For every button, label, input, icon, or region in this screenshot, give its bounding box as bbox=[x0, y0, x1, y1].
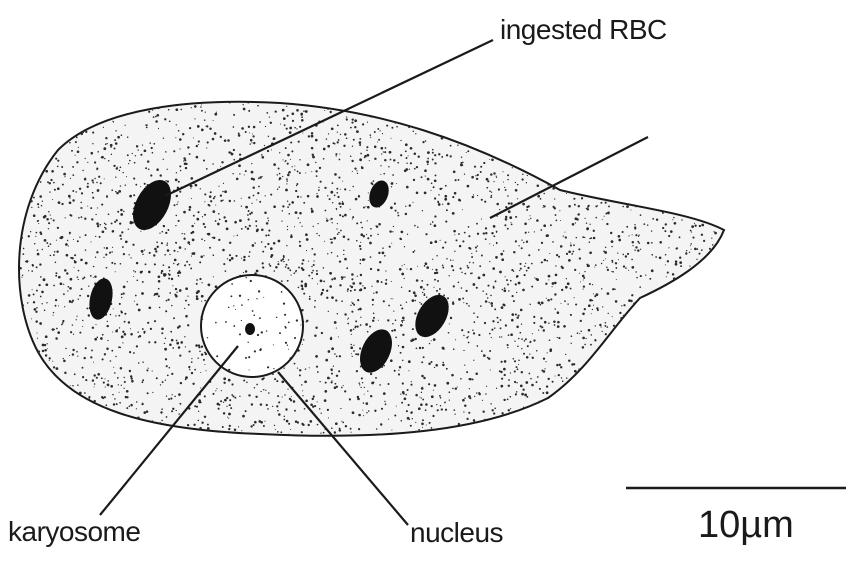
label-ingested-rbc: ingested RBC bbox=[500, 16, 667, 44]
karyosome bbox=[245, 323, 255, 335]
scale-bar-label: 10µm bbox=[698, 506, 794, 544]
label-karyosome: karyosome bbox=[8, 518, 140, 546]
label-nucleus: nucleus bbox=[410, 519, 503, 547]
